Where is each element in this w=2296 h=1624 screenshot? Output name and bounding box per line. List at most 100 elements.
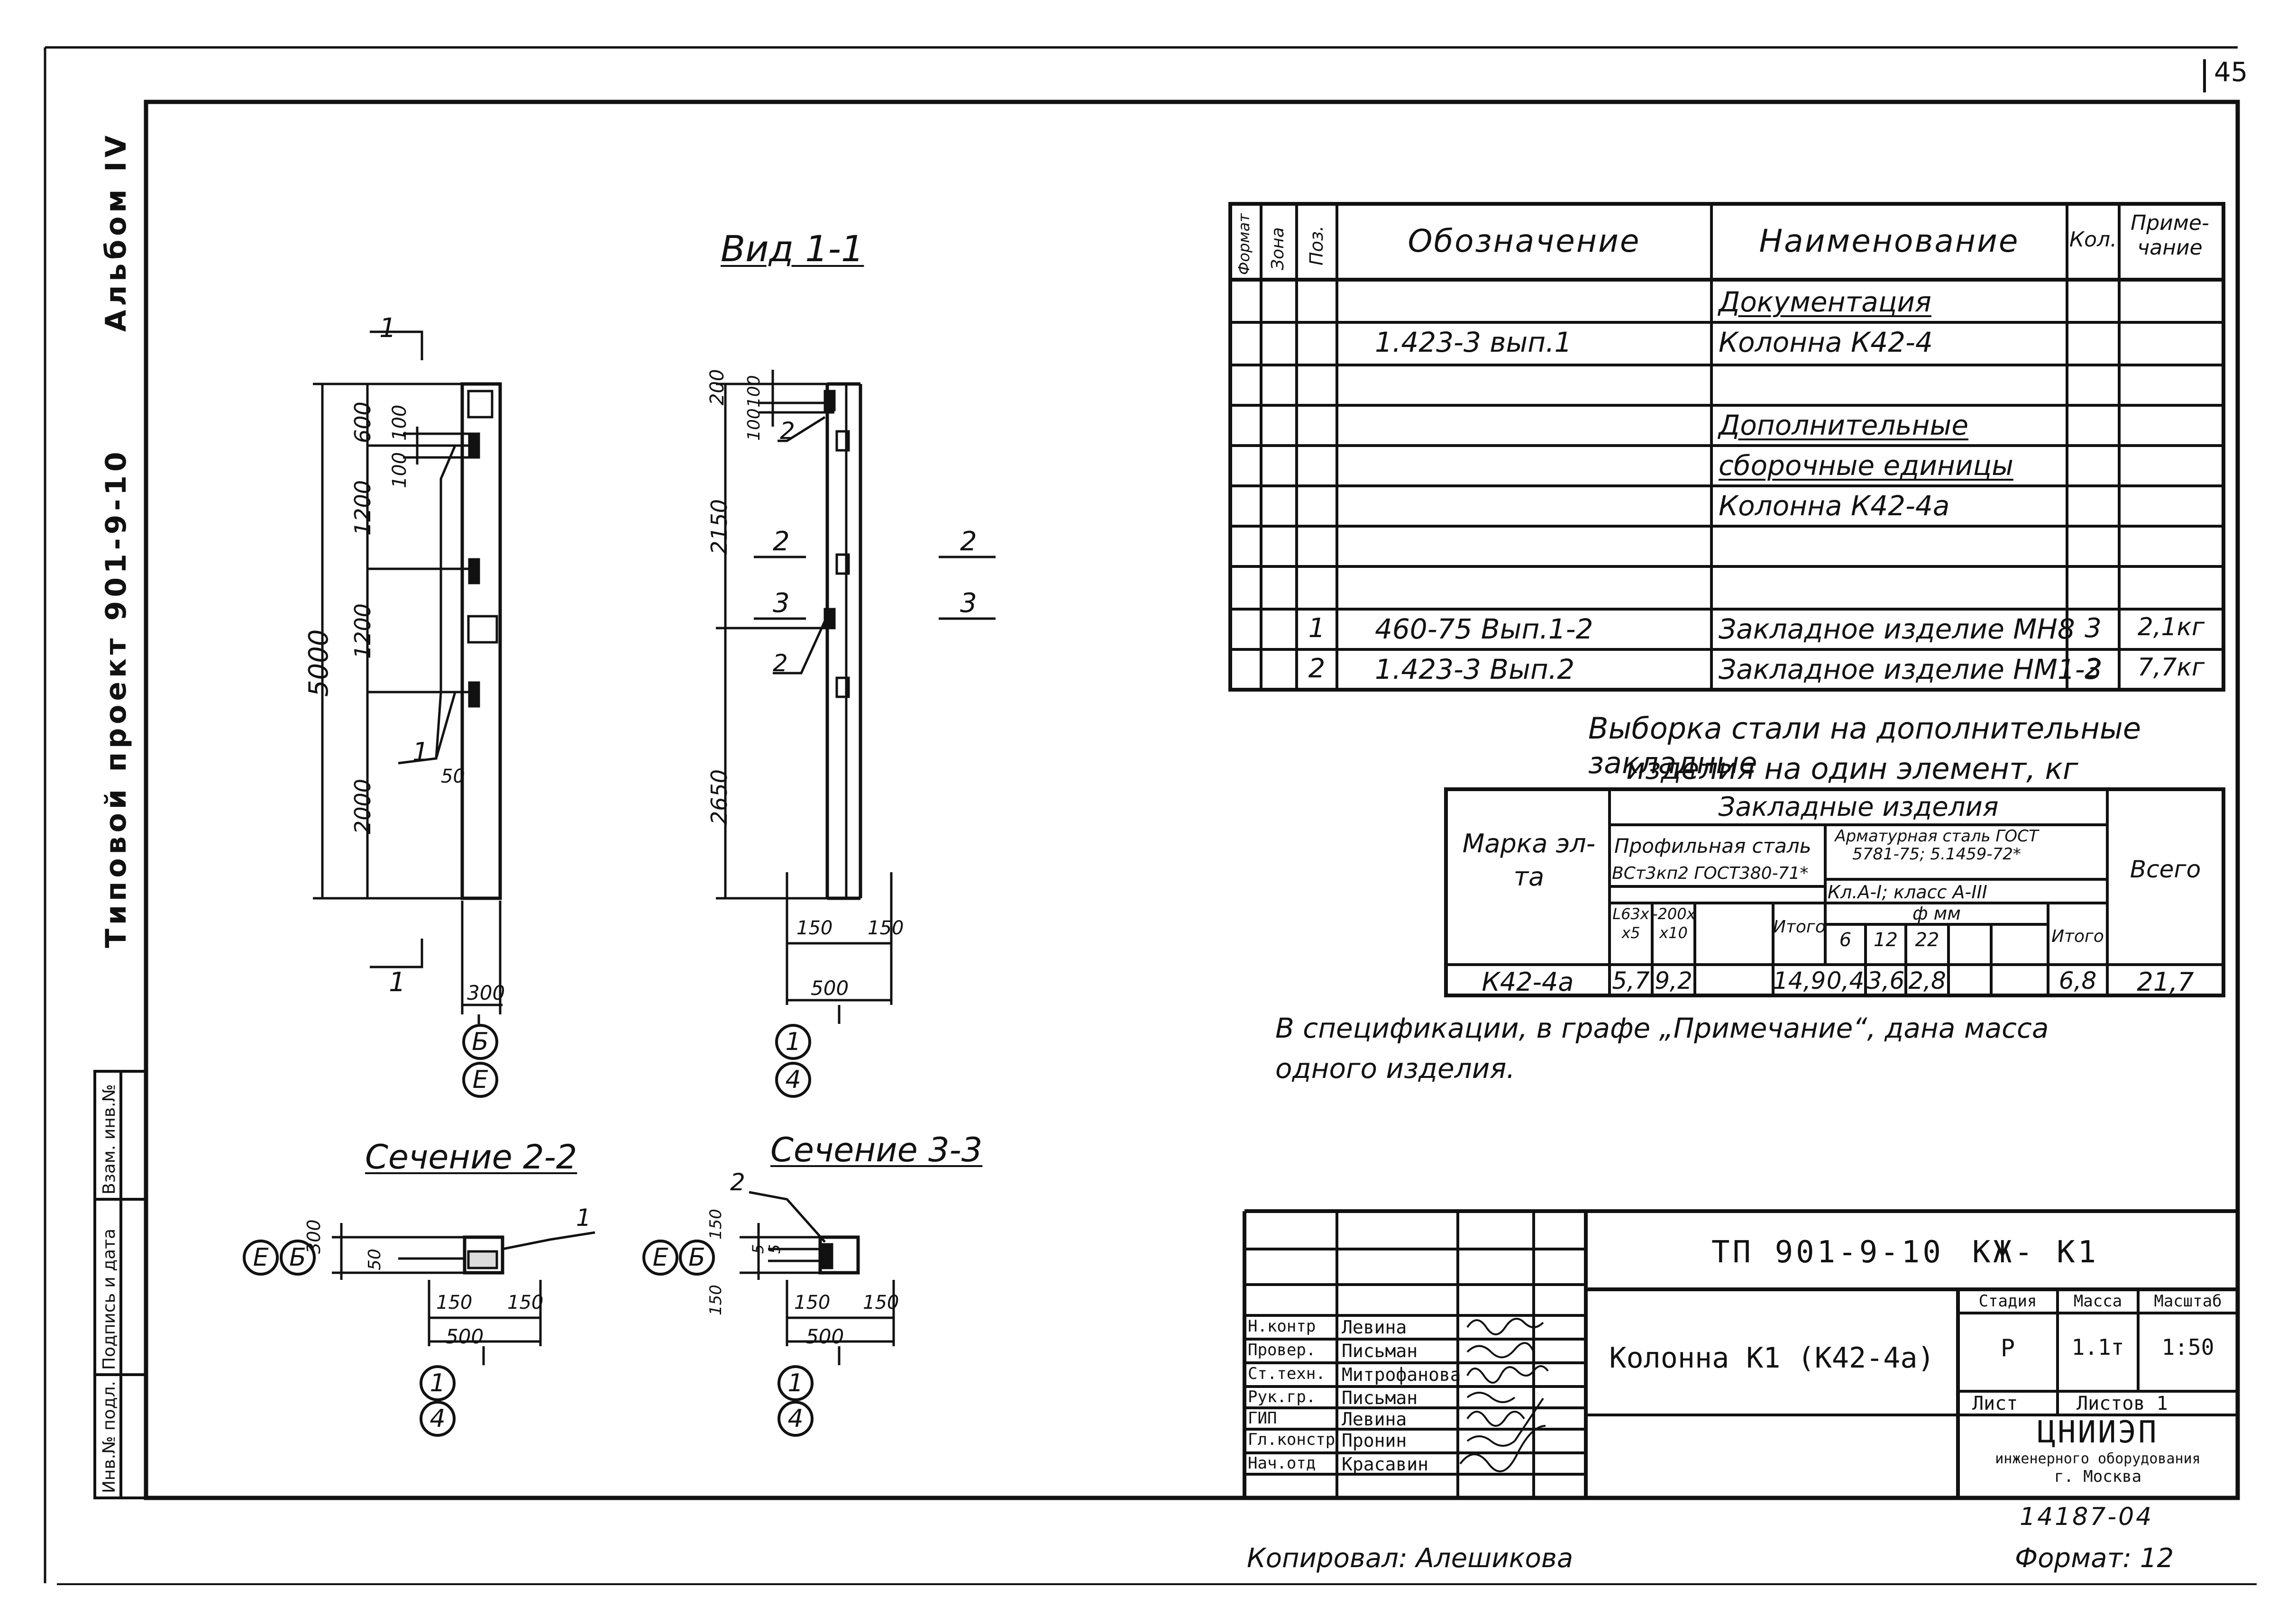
- tb-code: ТП 901-9-10: [1711, 1235, 1944, 1270]
- project-label: Типовой проект 901-9-10: [100, 448, 133, 948]
- tb-mass-label: Масса: [2073, 1292, 2122, 1311]
- sec2-axis-4: 4: [420, 1401, 456, 1437]
- tb-name: Колонна К1 (К42-4а): [1609, 1341, 1935, 1375]
- section-mark-2-right: 2: [960, 526, 977, 557]
- spec-row-name: Закладное изделие НМ1-3: [1719, 653, 2103, 685]
- spec-header-qty: Кол.: [2069, 228, 2117, 252]
- tb-role: Провер.: [1248, 1341, 1316, 1359]
- tb-role: Нач.отд: [1248, 1454, 1316, 1473]
- steel-cell-d22: 2,8: [1908, 967, 1946, 994]
- dim-150a: 150: [796, 917, 833, 939]
- tb-person-name: Письман: [1342, 1387, 1418, 1408]
- steel-cell-200: 9,2: [1655, 967, 1692, 994]
- spec-row-note: 2,1кг: [2137, 613, 2205, 641]
- tb-mass: 1.1т: [2071, 1334, 2124, 1360]
- album-label: Альбом IV: [100, 131, 133, 332]
- dim-1200b: 1200: [350, 603, 375, 659]
- view-title: Вид 1-1: [721, 228, 864, 270]
- axis-1-mid: 1: [775, 1024, 811, 1060]
- copied-by: Копировал: Алешикова: [1247, 1543, 1573, 1574]
- tb-role: Н.контр: [1248, 1317, 1316, 1336]
- spec-header-pos: Поз.: [1306, 225, 1327, 265]
- dim-200: 200: [706, 369, 728, 405]
- section-3-title: Сечение 3-3: [770, 1131, 983, 1169]
- steel-cell-mark: К42-4а: [1482, 967, 1574, 997]
- steel-col-rebar-class: Кл.А-I; класс А-III: [1828, 882, 1987, 903]
- tb-sheet-label: Лист: [1972, 1393, 2018, 1414]
- spec-row-note: 7,7кг: [2137, 653, 2205, 682]
- tb-sheet-code: КЖ- К1: [1972, 1235, 2099, 1270]
- spec-row-name: Колонна К42-4: [1719, 326, 1933, 358]
- spec-row-designation: 1.423-3 вып.1: [1375, 326, 1572, 358]
- tb-stage-label: Стадия: [1978, 1292, 2037, 1311]
- page-number: 45: [2214, 57, 2248, 88]
- sec2-dim-150a: 150: [436, 1292, 473, 1314]
- dim-5000: 5000: [303, 629, 334, 697]
- dim-100b: 100: [389, 452, 411, 488]
- sec2-axis-1: 1: [420, 1365, 456, 1401]
- pos-1-label: 1: [412, 737, 429, 767]
- sec2-pos-1: 1: [576, 1204, 591, 1232]
- steel-col-profile-std: ВСт3кп2 ГОСТ380-71*: [1612, 864, 1809, 883]
- steel-title-2: изделия на один элемент, кг: [1626, 751, 2078, 786]
- steel-cell-itogo2: 6,8: [2058, 967, 2097, 994]
- format-label: Формат: 12: [2015, 1543, 2174, 1574]
- sec3-axis-1: 1: [778, 1365, 814, 1401]
- spec-row-name: Колонна К42-4а: [1719, 490, 1950, 522]
- sec3-dim-5a: 5: [749, 1244, 767, 1254]
- sec2-dim-50: 50: [365, 1249, 384, 1270]
- spec-row-pos: 2: [1308, 653, 1326, 684]
- axis-e-left: Е: [462, 1062, 498, 1098]
- stamp-label-sign: Подпись и дата: [100, 1228, 119, 1370]
- cut-mark-top: 1: [379, 313, 396, 344]
- tb-role: Рук.гр.: [1248, 1387, 1316, 1406]
- spec-row-qty: 3: [2085, 613, 2102, 644]
- stamp-label-replace: Взам. инв.№: [100, 1084, 119, 1195]
- note-line-2: одного изделия.: [1275, 1052, 1515, 1085]
- tb-sheets-label: Листов 1: [2076, 1393, 2168, 1414]
- sec3-dim-150d: 150: [863, 1292, 899, 1314]
- section-2-title: Сечение 2-2: [365, 1138, 577, 1177]
- steel-cell-itogo: 14,9: [1773, 967, 1826, 994]
- dim-2150: 2150: [706, 499, 732, 555]
- spec-row-name: Документация: [1719, 286, 1931, 318]
- sec3-dim-5b: 5: [766, 1244, 784, 1254]
- steel-cell-total: 21,7: [2137, 967, 2194, 997]
- steel-col-mark: Марка эл-та: [1462, 829, 1596, 892]
- axis-4-mid: 4: [775, 1062, 811, 1098]
- dim-50: 50: [441, 766, 465, 787]
- steel-col-embedded: Закладные изделия: [1718, 792, 1999, 822]
- sec3-axis-e: Е: [642, 1240, 678, 1276]
- tb-org-1: ЦНИИЭП: [2037, 1415, 2159, 1450]
- steel-col-itogo: Итого: [1773, 917, 1826, 937]
- steel-cell-l63: 5,7: [1612, 967, 1650, 994]
- section-mark-2-left: 2: [773, 526, 790, 557]
- dim-150b: 150: [868, 917, 904, 939]
- steel-col-rebar: Арматурная сталь ГОСТ 5781-75; 5.1459-72…: [1835, 827, 2039, 864]
- dim-100c: 100: [744, 375, 764, 408]
- spec-row-name: Дополнительные: [1719, 409, 1969, 441]
- spec-row-qty: 2: [2085, 653, 2102, 684]
- dim-2650: 2650: [706, 769, 732, 825]
- steel-col-total: Всего: [2130, 856, 2201, 883]
- dim-500: 500: [811, 976, 849, 1000]
- axis-b-left: Б: [462, 1024, 498, 1060]
- dim-2000: 2000: [350, 778, 375, 834]
- steel-col-phi: ф мм: [1912, 903, 1961, 924]
- sec3-dim-150c: 150: [794, 1292, 831, 1314]
- dim-600: 600: [350, 401, 375, 443]
- spec-row-designation: 460-75 Вып.1-2: [1375, 613, 1593, 645]
- tb-role: Ст.техн.: [1248, 1364, 1326, 1383]
- steel-col-itogo2: Итого: [2051, 927, 2104, 946]
- tb-person-name: Левина: [1342, 1317, 1407, 1338]
- steel-cell-d6: 0,4: [1826, 967, 1865, 994]
- sec2-axis-e: Е: [243, 1240, 279, 1276]
- spec-header-designation: Обозначение: [1408, 223, 1641, 259]
- pos-2-top: 2: [780, 417, 795, 445]
- steel-col-d22: 22: [1915, 929, 1939, 951]
- steel-col-d6: 6: [1839, 929, 1852, 951]
- sec3-dim-500: 500: [806, 1325, 844, 1348]
- sec2-axis-b: Б: [280, 1240, 316, 1276]
- steel-cell-d12: 3,6: [1866, 967, 1905, 994]
